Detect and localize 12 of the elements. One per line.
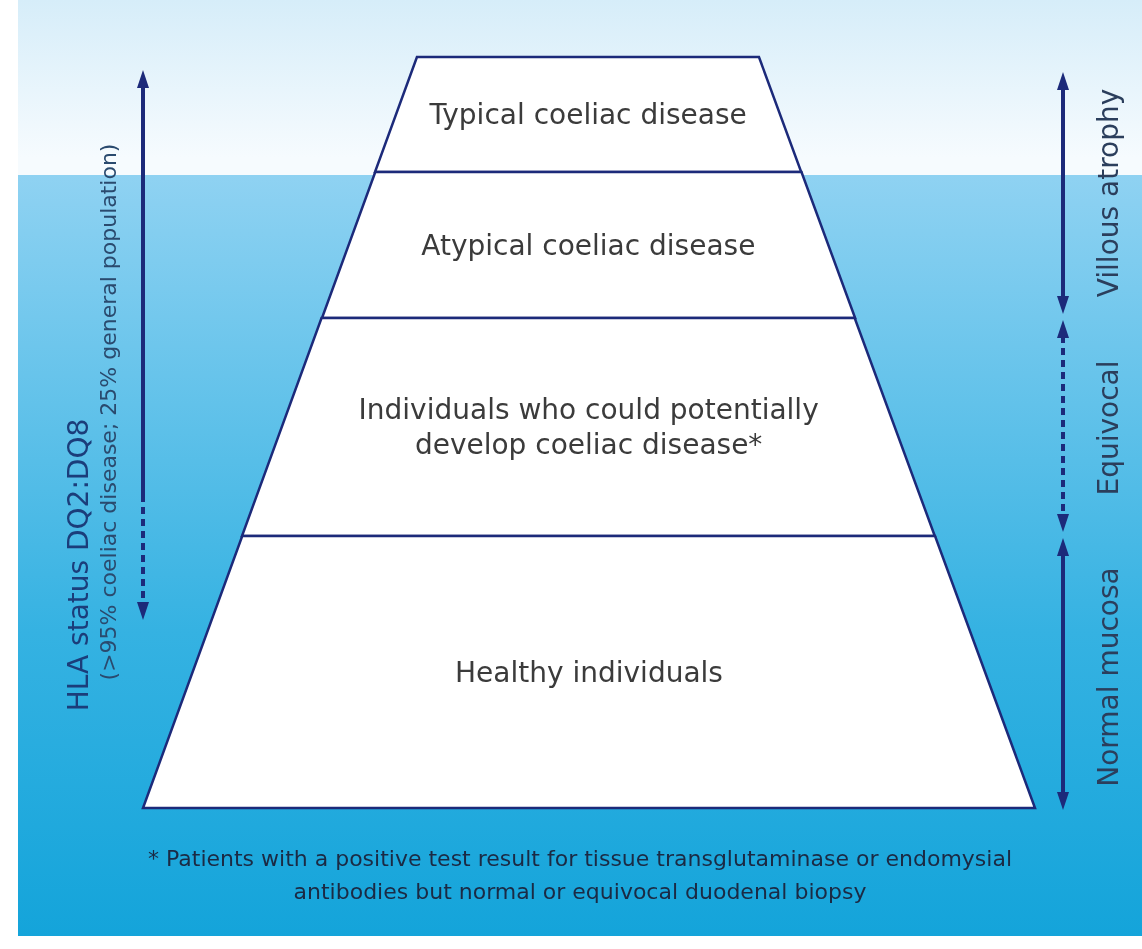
layer-text: Healthy individuals (455, 654, 723, 690)
axis-label: HLA status DQ2:DQ8 (61, 418, 95, 712)
layer-text: Individuals who could potentially develop coeliac disease* (357, 392, 820, 462)
footnote: * Patients with a positive test result for tissue transglutaminase or endomysial antibodies but normal or equivocal duodenal biopsy (147, 845, 1013, 906)
layer-text: Typical coeliac disease (429, 97, 747, 132)
iceberg-layer (242, 318, 936, 536)
axis-label: Equivocal (1091, 360, 1125, 496)
axis-label: Normal mucosa (1091, 567, 1125, 787)
axis-label: (>95% coeliac disease; 25% general population) (95, 143, 121, 681)
layer-text: Atypical coeliac disease (421, 227, 756, 263)
iceberg-layer (143, 536, 1035, 808)
axis-label: Villous atrophy (1091, 88, 1125, 298)
